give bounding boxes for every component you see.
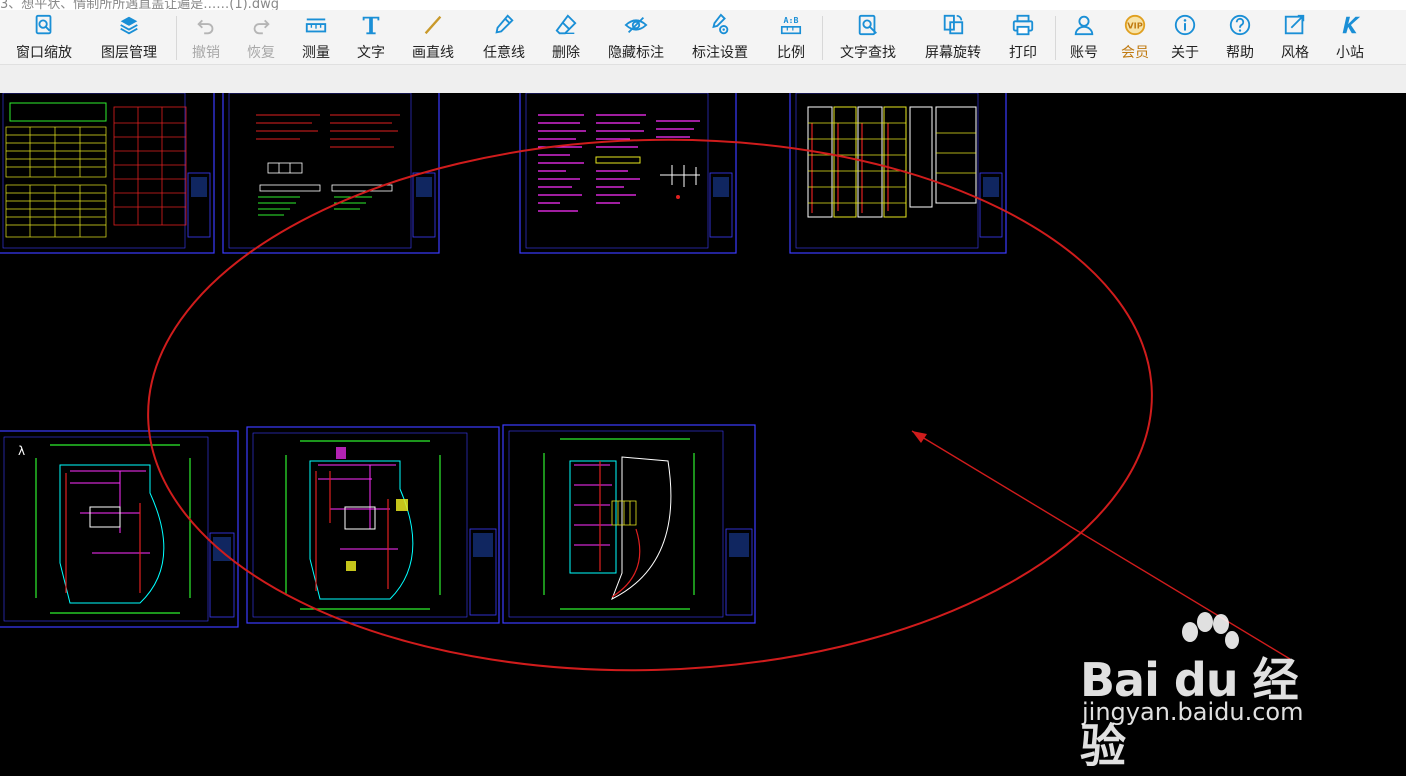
line-icon — [424, 15, 442, 35]
freehand-line-label: 任意线 — [483, 45, 525, 61]
eye-off-icon — [624, 16, 648, 34]
layers-icon — [120, 16, 138, 35]
zoom-window-button[interactable]: 窗口缩放 — [10, 12, 78, 62]
account-button[interactable]: 账号 — [1066, 12, 1102, 62]
svg-text:λ: λ — [18, 444, 25, 458]
drawing-sheet[interactable] — [502, 424, 756, 624]
scale-label: 比例 — [777, 45, 805, 61]
window-titlebar: 3、想平状、情制所所遇直盖让遍是……(1).dwg — [0, 0, 1406, 10]
text-tool-label: 文字 — [357, 45, 385, 61]
text-search-icon — [858, 14, 877, 36]
style-button[interactable]: 风格 — [1277, 12, 1313, 62]
watermark-url: jingyan.baidu.com — [1082, 698, 1304, 726]
svg-text:VIP: VIP — [1127, 21, 1143, 31]
about-label: 关于 — [1171, 45, 1199, 61]
drawing-sheet[interactable] — [0, 93, 215, 254]
info-icon — [1174, 14, 1196, 36]
print-label: 打印 — [1009, 45, 1037, 61]
settings-pen-icon — [712, 13, 729, 35]
draw-line-label: 画直线 — [412, 45, 454, 61]
measure-button[interactable]: 测量 — [298, 12, 334, 62]
drawing-canvas[interactable]: λ — [0, 93, 1406, 763]
ruler-icon — [305, 18, 327, 33]
delete-label: 删除 — [552, 45, 580, 61]
about-button[interactable]: 关于 — [1167, 12, 1203, 62]
vip-label: 会员 — [1121, 45, 1149, 61]
printer-icon — [1012, 14, 1034, 36]
site-logo-icon — [1342, 16, 1361, 34]
text-search-button[interactable]: 文字查找 — [836, 12, 900, 62]
redo-icon — [253, 19, 270, 35]
drawing-sheet[interactable]: λ — [0, 430, 239, 628]
site-label: 小站 — [1336, 45, 1364, 61]
layer-manager-button[interactable]: 图层管理 — [96, 12, 162, 62]
scale-icon: A:B — [780, 15, 802, 35]
annotation-ellipse — [147, 138, 1153, 672]
freehand-line-button[interactable]: 任意线 — [479, 12, 529, 62]
secondary-bar — [0, 65, 1406, 93]
help-icon — [1229, 14, 1251, 36]
pen-icon — [495, 14, 514, 34]
hide-annotations-button[interactable]: 隐藏标注 — [604, 12, 668, 62]
redo-button[interactable]: 恢复 — [243, 12, 279, 62]
scale-button[interactable]: A:B 比例 — [773, 12, 809, 62]
style-icon — [1284, 14, 1305, 35]
undo-label: 撤销 — [192, 45, 220, 61]
text-search-label: 文字查找 — [840, 45, 896, 61]
undo-icon — [197, 19, 214, 35]
toolbar-separator — [176, 16, 177, 60]
print-button[interactable]: 打印 — [1005, 12, 1041, 62]
drawing-sheet[interactable] — [222, 93, 440, 254]
hide-annotations-label: 隐藏标注 — [608, 45, 664, 61]
account-label: 账号 — [1070, 45, 1098, 61]
site-button[interactable]: 小站 — [1332, 12, 1368, 62]
undo-button[interactable]: 撤销 — [188, 12, 224, 62]
toolbar-separator — [822, 16, 823, 60]
measure-label: 测量 — [302, 45, 330, 61]
baidu-jingyan-watermark: Bai du 经验 jingyan.baidu.com — [1078, 612, 1338, 773]
drawing-sheet[interactable] — [789, 93, 1007, 254]
text-icon — [362, 16, 380, 35]
rotate-screen-icon — [943, 14, 964, 35]
paw-logo-icon — [1182, 612, 1239, 649]
zoom-window-label: 窗口缩放 — [16, 45, 72, 61]
rotate-screen-button[interactable]: 屏幕旋转 — [921, 12, 985, 62]
vip-icon: VIP — [1124, 14, 1146, 36]
toolbar-separator — [1055, 16, 1056, 60]
text-tool-button[interactable]: 文字 — [353, 12, 389, 62]
layer-manager-label: 图层管理 — [101, 45, 157, 61]
user-icon — [1074, 15, 1094, 36]
redo-label: 恢复 — [247, 45, 275, 61]
style-label: 风格 — [1281, 45, 1309, 61]
delete-button[interactable]: 删除 — [548, 12, 584, 62]
drawing-sheet[interactable] — [246, 426, 500, 624]
help-button[interactable]: 帮助 — [1222, 12, 1258, 62]
drawing-sheet[interactable] — [519, 93, 737, 254]
svg-text:A:B: A:B — [784, 15, 799, 25]
rotate-screen-label: 屏幕旋转 — [925, 45, 981, 61]
help-label: 帮助 — [1226, 45, 1254, 61]
window-title: 3、想平状、情制所所遇直盖让遍是……(1).dwg — [0, 0, 279, 10]
draw-line-button[interactable]: 画直线 — [408, 12, 458, 62]
eraser-icon — [555, 14, 577, 35]
vip-button[interactable]: VIP 会员 — [1117, 12, 1153, 62]
zoom-window-icon — [35, 14, 52, 35]
toolbar: 窗口缩放 图层管理 撤销 恢复 测量 文字 画直线 任意线 删除 隐藏 — [0, 10, 1406, 65]
annotation-settings-label: 标注设置 — [692, 45, 748, 61]
cad-drawing[interactable]: λ — [0, 93, 1406, 763]
annotation-settings-button[interactable]: 标注设置 — [688, 12, 752, 62]
